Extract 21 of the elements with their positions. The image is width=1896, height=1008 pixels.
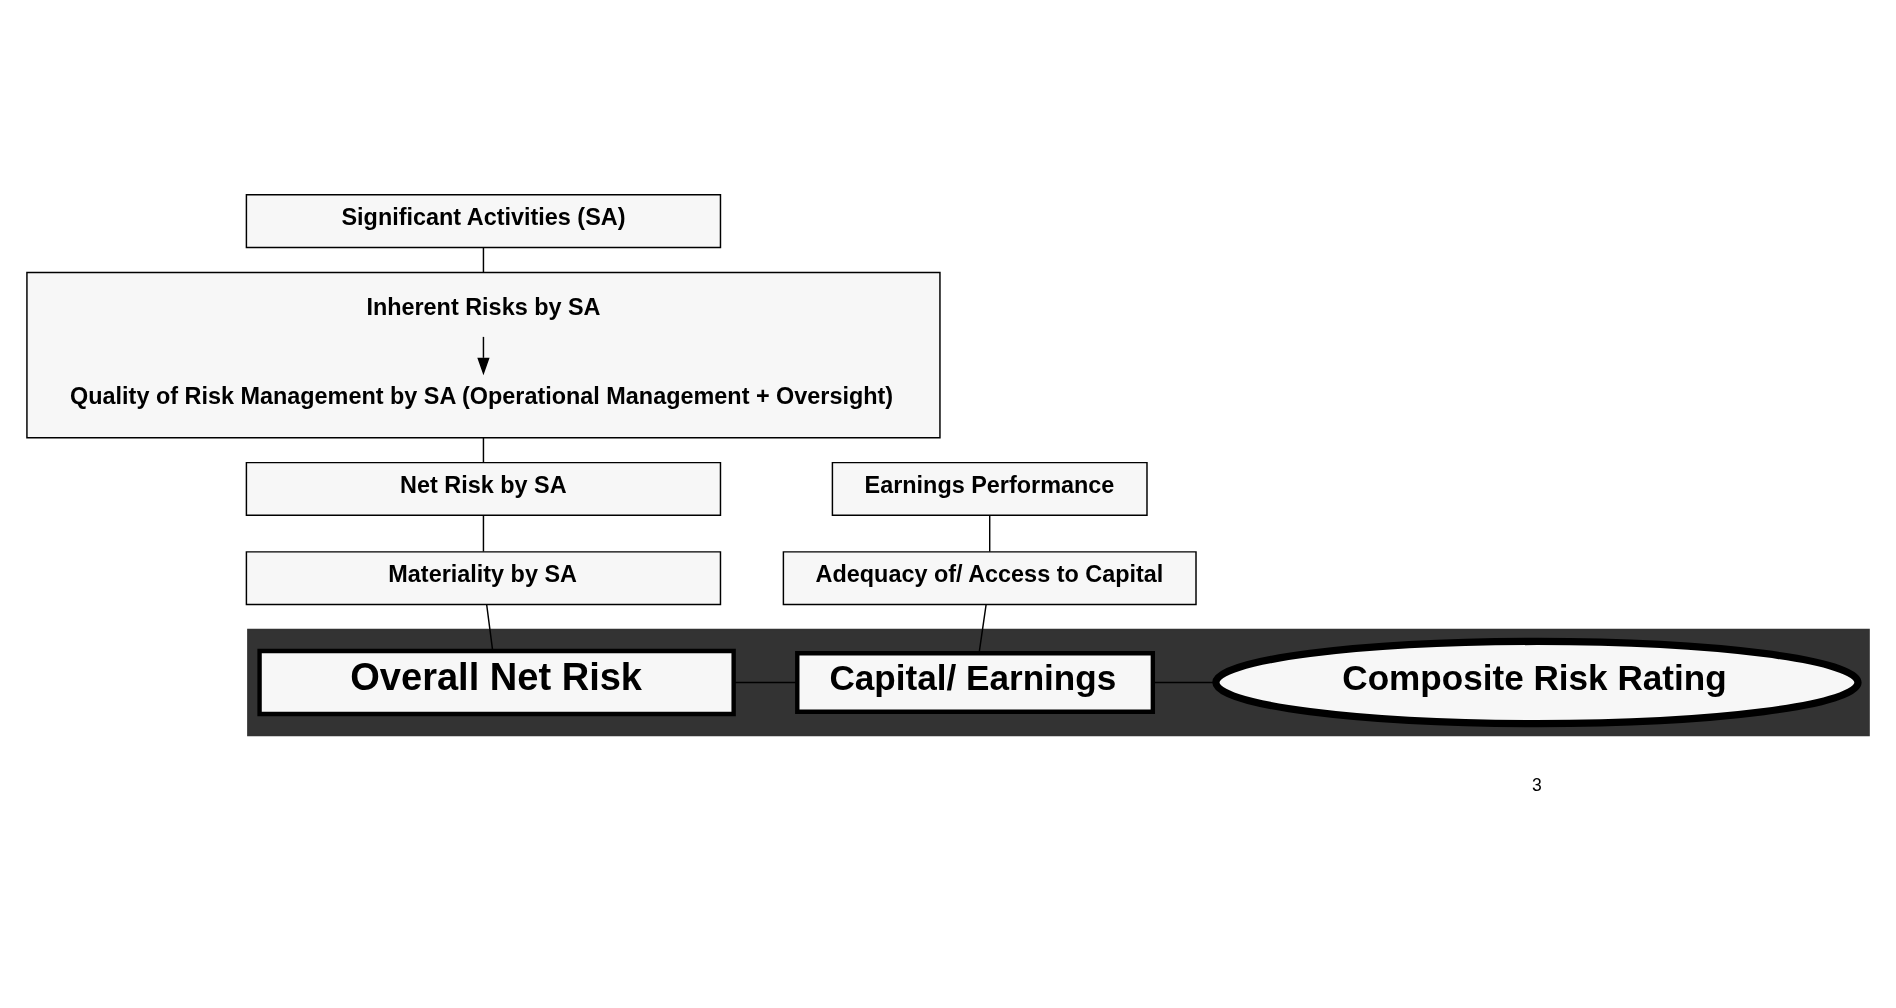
node-box: Net Risk by SA (245, 461, 722, 516)
connector (733, 681, 798, 684)
node-box: Adequacy of/ Access to Capital (782, 551, 1197, 606)
label: 3 (1532, 775, 1542, 796)
connector (482, 437, 485, 463)
connector (988, 514, 991, 553)
cluster (247, 628, 1870, 737)
node-ellipse: Composite Risk Rating (1212, 637, 1862, 728)
node-text: Inherent Risks by SA (366, 293, 601, 320)
connector (482, 514, 485, 553)
node-box: Materiality by SA (245, 551, 722, 606)
node-box: Overall Net Risk (257, 648, 736, 717)
arrow (477, 336, 490, 376)
cluster (26, 271, 941, 439)
node-text: Quality of Risk Management by SA (Operational Management + Oversight) (70, 382, 894, 409)
connector (485, 604, 494, 652)
node-box: Significant Activities (SA) (245, 194, 722, 249)
connector (978, 604, 987, 654)
node-box: Earnings Performance (831, 461, 1148, 516)
connector (482, 246, 485, 274)
node-box: Capital/ Earnings (795, 651, 1156, 714)
